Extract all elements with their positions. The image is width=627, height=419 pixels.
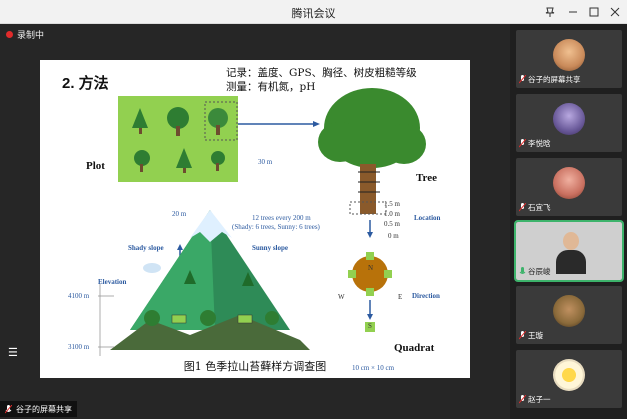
window-title: 腾讯会议 xyxy=(291,8,336,20)
direction-label: Direction xyxy=(412,292,440,300)
slide-heading: 2. 方法 xyxy=(62,75,109,92)
avatar xyxy=(553,103,585,135)
participant-name-row: 谷辰峻 xyxy=(519,266,551,277)
mic-muted-icon xyxy=(5,404,12,413)
compass-s: S xyxy=(368,322,372,330)
slide-caption: 图1 色季拉山苔藓样方调查图 xyxy=(183,360,327,373)
mic-muted-icon xyxy=(519,331,526,340)
participant-name-row: 王璇 xyxy=(519,330,543,341)
elevation-high: 4100 m xyxy=(68,292,90,300)
compass-n: N xyxy=(368,264,374,272)
participant-name: 谷辰峻 xyxy=(528,267,551,276)
pin-icon[interactable] xyxy=(541,3,559,21)
participant-name-row: 赵子一 xyxy=(519,394,551,405)
trees-note-1: 12 trees every 200 m xyxy=(252,214,311,222)
distance-20m: 20 m xyxy=(172,210,187,218)
presentation-slide: 2. 方法 记录：盖度、GPS、胸径、树皮粗糙等级 测量：有机氮，pH xyxy=(40,60,470,378)
close-icon[interactable] xyxy=(606,3,624,21)
shared-screen-area: 录制中 2. 方法 记录：盖度、GPS、胸径、树皮粗糙等级 测量：有机氮，pH xyxy=(0,24,510,419)
elevation-label: Elevation xyxy=(98,278,127,286)
recording-indicator[interactable]: 录制中 xyxy=(6,28,44,41)
mic-active-icon xyxy=(519,267,526,274)
big-tree-icon xyxy=(318,88,426,215)
participant-name-row: 石宜飞 xyxy=(519,202,551,213)
compass-w: W xyxy=(338,293,345,301)
participant-tile[interactable]: 王璇 xyxy=(516,286,622,344)
recording-label: 录制中 xyxy=(17,30,45,40)
record-dot-icon xyxy=(6,31,13,38)
trees-note-2: (Shady: 6 trees, Sunny: 6 trees) xyxy=(232,223,320,231)
record-text: 记录：盖度、GPS、胸径、树皮粗糙等级 测量：有机氮，pH xyxy=(226,66,417,94)
plot-tree-icon xyxy=(132,107,228,173)
participant-name: 赵子一 xyxy=(528,395,551,404)
avatar xyxy=(553,39,585,71)
maximize-icon[interactable] xyxy=(585,3,603,21)
participant-name-row: 李悦晗 xyxy=(519,138,551,149)
cloud-icon xyxy=(143,263,161,273)
quadrat-square xyxy=(365,322,375,332)
height-label: 1.5 m xyxy=(384,200,400,208)
participant-tile[interactable]: 李悦晗 xyxy=(516,94,622,152)
record-line-1: 记录：盖度、GPS、胸径、树皮粗糙等级 xyxy=(226,67,417,79)
participant-panel: 谷子的屏幕共享 李悦晗 石宜飞 谷辰峻 王璇 xyxy=(511,24,627,419)
avatar xyxy=(553,295,585,327)
method-diagram xyxy=(98,88,426,356)
quadrat-label: Quadrat xyxy=(394,342,435,354)
avatar xyxy=(553,167,585,199)
height-label: 0.5 m xyxy=(384,220,400,228)
compass-e: E xyxy=(398,293,403,301)
participant-name: 石宜飞 xyxy=(528,203,551,212)
distance-30m: 30 m xyxy=(258,158,273,166)
avatar xyxy=(553,359,585,391)
participant-tile[interactable]: 石宜飞 xyxy=(516,158,622,216)
mic-muted-icon xyxy=(519,139,526,148)
quadrat-size: 10 cm × 10 cm xyxy=(352,364,395,372)
screen-share-label: 谷子的屏幕共享 xyxy=(16,404,72,414)
participant-name: 李悦晗 xyxy=(528,139,551,148)
compass-diagram xyxy=(348,252,392,296)
participant-video-tile[interactable]: 谷辰峻 xyxy=(514,220,624,282)
elevation-low: 3100 m xyxy=(68,343,90,351)
sunny-slope-label: Sunny slope xyxy=(252,244,288,252)
participant-name-row: 谷子的屏幕共享 xyxy=(519,74,581,85)
shady-slope-label: Shady slope xyxy=(128,244,164,252)
mountain-illustration xyxy=(110,210,310,350)
location-label: Location xyxy=(414,214,441,222)
participant-name: 谷子的屏幕共享 xyxy=(528,75,581,84)
screen-share-bar[interactable]: 谷子的屏幕共享 xyxy=(0,401,77,417)
participant-tile[interactable]: 谷子的屏幕共享 xyxy=(516,30,622,88)
title-bar: 腾讯会议 xyxy=(0,0,627,24)
record-line-2: 测量：有机氮，pH xyxy=(226,81,316,93)
participant-tile[interactable]: 赵子一 xyxy=(516,350,622,408)
video-feed xyxy=(556,230,586,274)
mic-muted-icon xyxy=(519,395,526,404)
height-label: 1.0 m xyxy=(384,210,400,218)
minimize-icon[interactable] xyxy=(564,3,582,21)
tree-label: Tree xyxy=(416,172,437,184)
plot-label: Plot xyxy=(86,160,105,172)
list-menu-icon[interactable]: ☰ xyxy=(8,347,18,359)
mic-muted-icon xyxy=(519,75,526,84)
participant-name: 王璇 xyxy=(528,331,543,340)
height-label: 0 m xyxy=(388,232,399,240)
mic-muted-icon xyxy=(519,203,526,212)
